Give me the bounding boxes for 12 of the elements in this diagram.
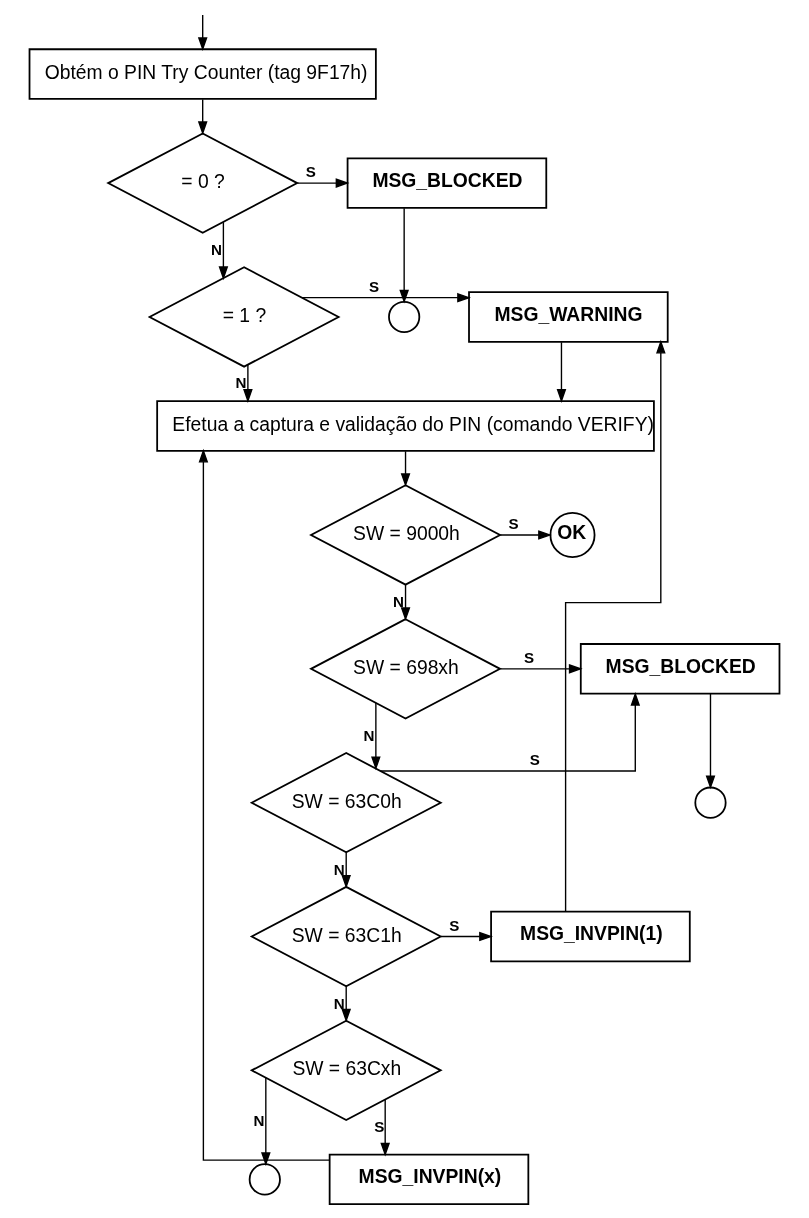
edge-label: N [363,726,375,744]
edge-label: S [508,515,519,533]
edge-label: N [333,994,345,1012]
edge-label: S [529,751,540,769]
edge-label: S [449,916,460,934]
edge-label: N [393,593,405,611]
edge-label: S [305,163,316,181]
edge-label: N [210,241,222,259]
edge-label: S [368,277,380,295]
edge-label: N [235,374,247,392]
edge-label: N [333,860,345,878]
edge-label: S [523,649,535,667]
